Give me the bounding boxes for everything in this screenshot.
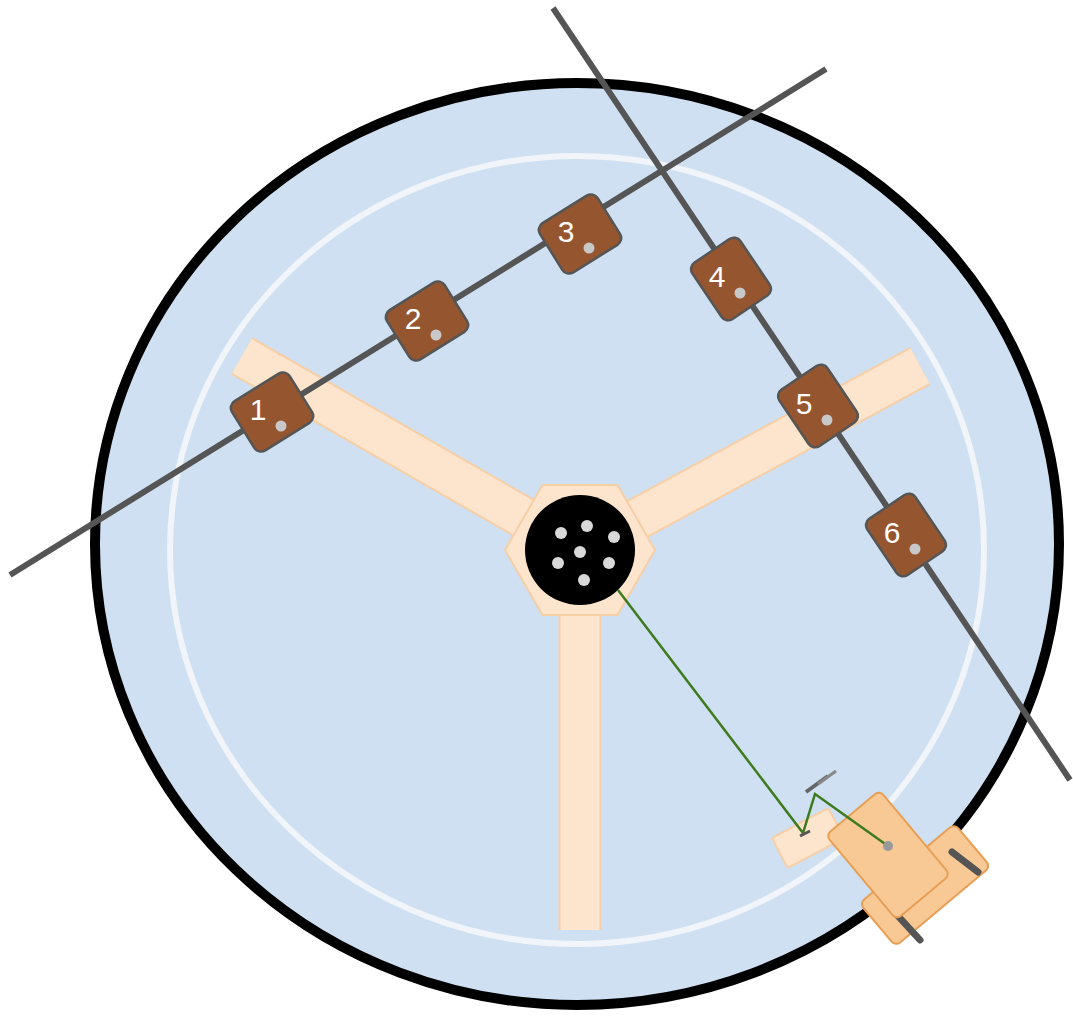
clamp-block [826,790,950,919]
wire [618,590,888,846]
callout-number: 1 [250,395,267,425]
hub-hole [525,495,635,605]
block-body [383,278,471,363]
block-shape [385,279,469,363]
pin [555,527,567,539]
slider-block: 3 [538,192,622,276]
screw-dot [276,421,287,432]
callout-number: 6 [884,518,901,548]
block-body [536,191,624,276]
plate [95,83,1059,1005]
pin [608,531,620,543]
block-body [228,369,316,454]
pin [574,546,586,558]
block-shape [538,192,622,276]
callout-number: 5 [796,389,813,419]
callout-number: 4 [709,262,726,292]
rod [10,69,826,575]
terminal [800,831,810,836]
callout-number: 3 [558,217,575,247]
slider-block: 1 [230,370,314,454]
block-shape [864,493,948,577]
block-shape [776,364,860,448]
block-shape [230,370,314,454]
spider-arms [242,356,920,930]
inner-ring [170,156,984,944]
pins [552,520,620,586]
slider-block: 2 [385,279,469,363]
callout-number: 2 [405,304,422,334]
screw [883,841,893,851]
block-body [775,362,861,451]
slider-block: 5 [776,364,860,448]
screw-dot [431,330,442,341]
block-shape [689,237,773,321]
pin [581,520,593,532]
block-body [688,235,774,324]
screw-dot [584,243,595,254]
rod [553,8,1070,780]
terminal [818,771,836,784]
hub [505,485,655,615]
pin [552,557,564,569]
pin [578,574,590,586]
screw-dot [735,288,746,299]
bolt [898,916,920,940]
clamp-mechanism [618,590,990,946]
slider-block: 6 [864,493,948,577]
bolt [952,852,978,872]
slider-block: 4 [689,237,773,321]
pin [603,557,615,569]
screw-dot [910,544,921,555]
block-body [863,491,949,580]
screw-dot [822,415,833,426]
